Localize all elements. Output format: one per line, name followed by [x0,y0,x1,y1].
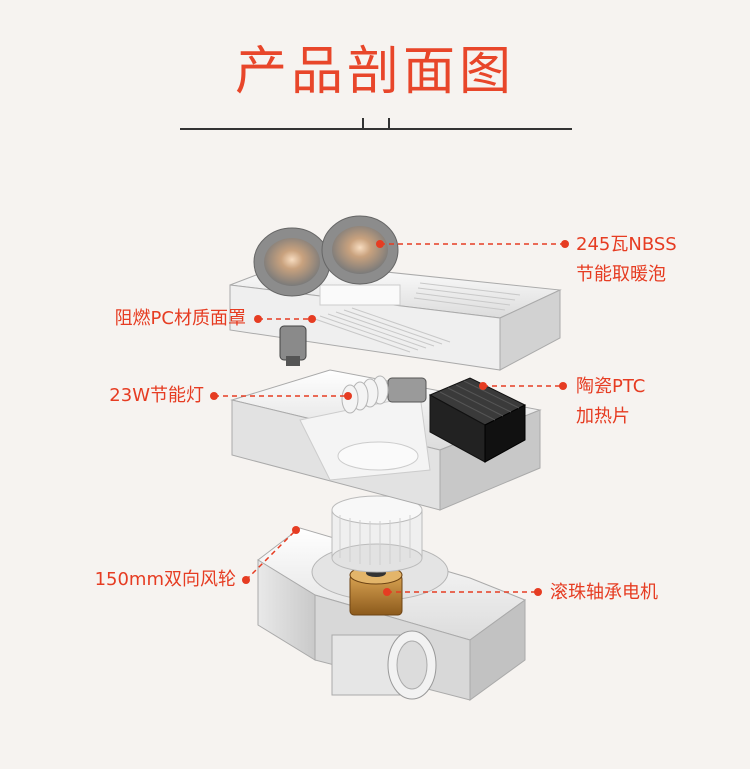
ptc-heater [428,377,527,463]
callout-leaders [214,243,565,593]
motor [349,565,403,616]
energy-saving-lamp [341,375,427,414]
top-cover-panel [229,261,562,371]
page-title: 产品剖面图 [234,42,515,102]
callout-ptc-line1: 陶瓷PTC [576,376,646,397]
callout-bulb-line2: 节能取暖泡 [576,264,666,285]
callout-bulb-line1: 245瓦NBSS [576,234,677,255]
callout-dots [210,240,569,596]
heat-bulbs [253,215,399,297]
lamp-socket [279,325,307,366]
callout-bulb: 245瓦NBSS 节能取暖泡 [576,232,677,288]
callout-ptc-line2: 加热片 [576,406,630,427]
callout-wheel: 150mm双向风轮 [94,569,236,590]
callout-cover: 阻燃PC材质面罩 [114,308,246,329]
title-underline-tick [362,118,390,130]
title-underline [180,128,572,130]
callout-ptc: 陶瓷PTC 加热片 [576,374,645,430]
fan-wheel [331,495,423,573]
callout-motor: 滚珠轴承电机 [550,582,658,603]
air-outlet-pipe [331,630,437,700]
callout-lamp: 23W节能灯 [109,385,204,406]
